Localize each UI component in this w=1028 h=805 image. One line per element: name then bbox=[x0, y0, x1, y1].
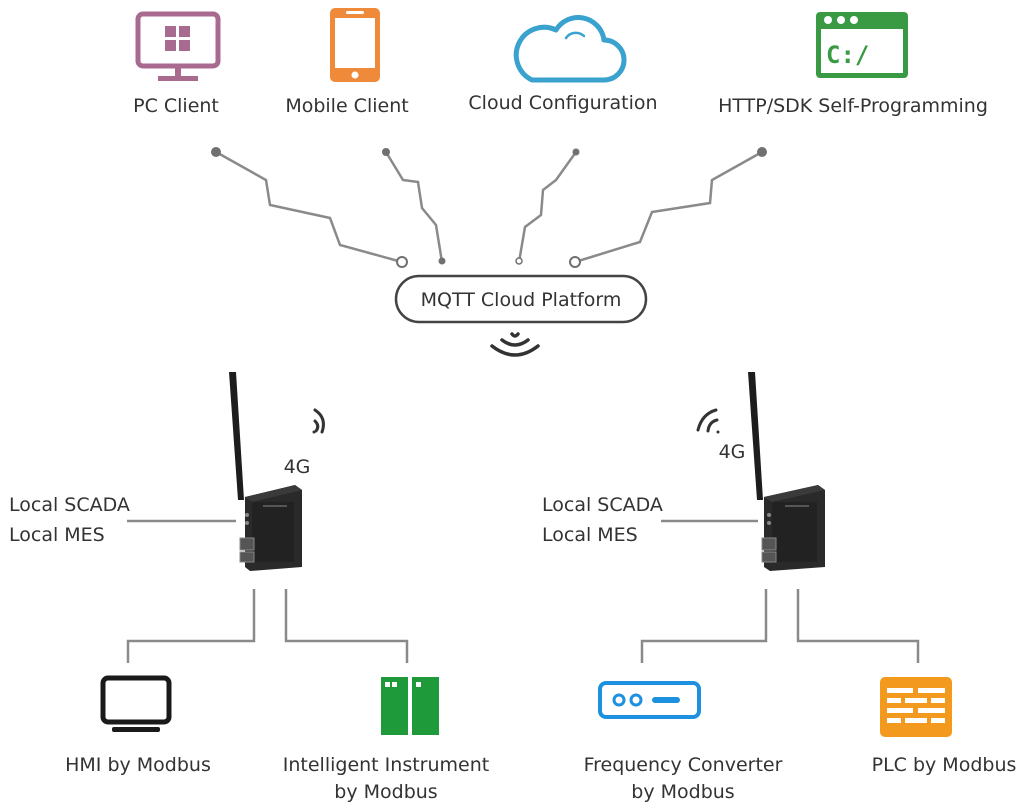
hmi-monitor-icon bbox=[100, 675, 172, 732]
client-label: HTTP/SDK Self-Programming bbox=[718, 95, 988, 117]
client-label: PC Client bbox=[133, 95, 219, 117]
cloud-connectors bbox=[215, 150, 763, 264]
device-label: Intelligent Instrument bbox=[283, 754, 489, 776]
device-label: Frequency Converter bbox=[584, 754, 783, 776]
device-connectors bbox=[126, 589, 920, 663]
device-label: HMI by Modbus bbox=[65, 754, 211, 776]
wifi-signal-icon bbox=[312, 408, 325, 434]
gateway-local-label: Local MES bbox=[9, 524, 105, 546]
instrument-icon bbox=[381, 677, 439, 735]
terminal-window-icon: C:/ bbox=[816, 12, 908, 78]
device-label: by Modbus bbox=[631, 781, 734, 803]
cloud-icon bbox=[513, 15, 627, 83]
client-label: Mobile Client bbox=[285, 95, 408, 117]
cloud-platform-label: MQTT Cloud Platform bbox=[421, 289, 622, 311]
frequency-converter-icon bbox=[598, 681, 701, 719]
mobile-phone-icon bbox=[330, 8, 380, 82]
svg-text:C:/: C:/ bbox=[826, 41, 869, 69]
gateway-local-label: Local MES bbox=[542, 524, 638, 546]
plc-icon bbox=[880, 677, 952, 737]
gateway-local-label: Local SCADA bbox=[542, 494, 663, 516]
gateway-device-icon bbox=[748, 372, 825, 571]
gateway-network-label: 4G bbox=[719, 441, 746, 463]
device-label: by Modbus bbox=[334, 781, 437, 803]
gateway-device-icon bbox=[229, 372, 302, 571]
cloud-platform-box bbox=[394, 274, 648, 324]
wireless-signal-icon bbox=[490, 332, 540, 357]
wifi-signal-icon bbox=[696, 408, 720, 434]
gateway-local-label: Local SCADA bbox=[9, 494, 130, 516]
device-label: PLC by Modbus bbox=[872, 754, 1017, 776]
connector-endpoints bbox=[211, 147, 767, 268]
client-label: Cloud Configuration bbox=[468, 92, 657, 114]
pc-monitor-icon bbox=[135, 11, 221, 81]
gateway-network-label: 4G bbox=[284, 456, 311, 478]
